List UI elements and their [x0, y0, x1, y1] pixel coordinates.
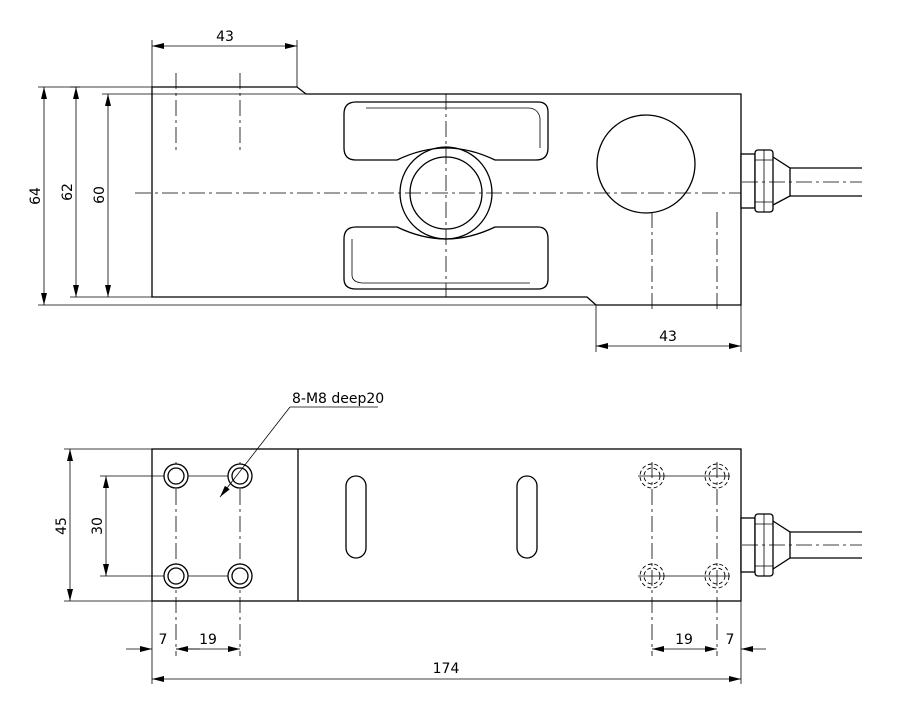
- hidden-hole: [639, 463, 665, 489]
- dim-62: 62: [60, 86, 152, 298]
- dim-45: 45: [54, 448, 152, 602]
- dim-right-19-label: 19: [675, 632, 693, 648]
- hole-callout-label: 8-M8 deep20: [292, 391, 384, 407]
- dim-62-label: 62: [60, 183, 76, 201]
- center-bore-inner: [409, 156, 483, 230]
- dim-top-43: 43: [151, 29, 298, 87]
- dim-bottom-43: 43: [595, 305, 742, 352]
- dim-60: 60: [92, 93, 306, 297]
- top-view: 43 64 62 60 43: [28, 29, 862, 352]
- lower-strain-pocket-inner: [351, 239, 530, 284]
- hidden-hole: [639, 563, 665, 589]
- upper-strain-pocket-inner: [366, 107, 541, 148]
- dim-60-label: 60: [92, 186, 108, 204]
- hidden-hole: [704, 563, 730, 589]
- upper-strain-pocket: [343, 101, 549, 161]
- top-view-body-outline: [151, 86, 742, 306]
- dim-left-7: 7: [126, 601, 200, 684]
- dim-bottom-43-label: 43: [659, 329, 677, 345]
- tapped-hole: [163, 563, 189, 589]
- hidden-hole: [704, 463, 730, 489]
- center-bore-outer: [399, 146, 493, 240]
- dim-right-7-label: 7: [726, 632, 735, 648]
- dim-top-43-label: 43: [216, 29, 234, 45]
- dim-30-label: 30: [90, 517, 106, 535]
- tapped-hole: [163, 463, 189, 489]
- right-slot: [516, 475, 538, 559]
- hole-callout: 8-M8 deep20: [219, 391, 384, 498]
- tapped-hole: [227, 563, 253, 589]
- dim-left-7-label: 7: [159, 632, 168, 648]
- left-slot: [345, 475, 367, 559]
- right-hole-pattern-hidden: [638, 462, 730, 656]
- top-cable-gland: [740, 149, 862, 213]
- dim-right-7: 7: [726, 601, 766, 684]
- side-cable-gland: [740, 513, 862, 577]
- dim-64: 64: [28, 86, 596, 306]
- load-point-circle: [596, 114, 696, 214]
- tapped-hole: [227, 463, 253, 489]
- dim-left-19: 19: [176, 632, 240, 652]
- dim-45-label: 45: [54, 517, 70, 535]
- left-hole-pattern: [100, 462, 253, 656]
- dim-64-label: 64: [28, 187, 44, 205]
- dim-174: 174: [152, 661, 741, 682]
- dim-left-19-label: 19: [199, 632, 217, 648]
- dim-174-label: 174: [433, 661, 460, 677]
- dim-right-19: 19: [652, 632, 717, 652]
- side-view: 8-M8 deep20 45 30 7 19 19: [54, 391, 862, 684]
- dim-30: 30: [90, 476, 109, 576]
